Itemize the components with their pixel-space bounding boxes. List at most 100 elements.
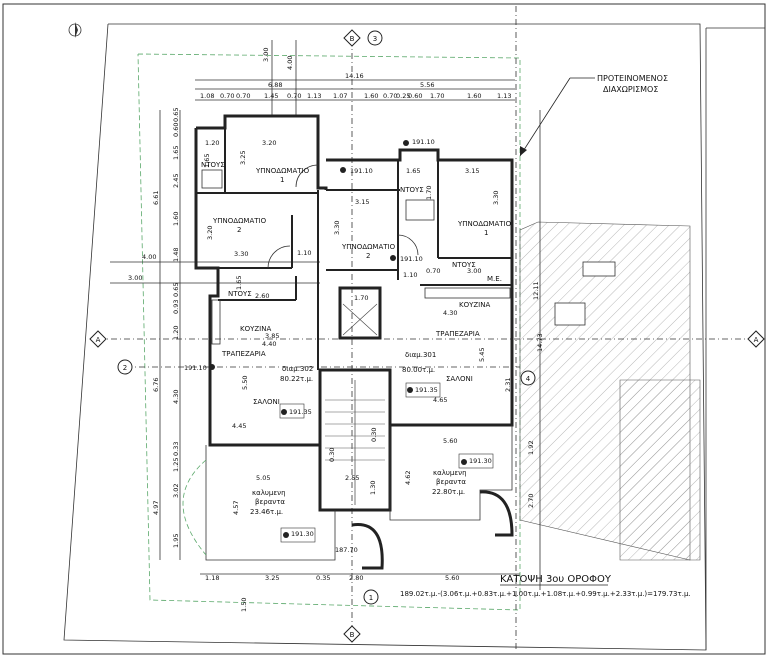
- level-marker-9: 187.70: [335, 546, 358, 554]
- annotation-arrow: [519, 77, 571, 157]
- dim-top-seq-5: 1.13: [307, 92, 321, 100]
- wall-veranda-left: [205, 445, 336, 561]
- dim-top-seq-2: 0.70: [236, 92, 250, 100]
- dim-right-270: 2.70: [527, 494, 535, 508]
- roof-hatch-lower: [619, 379, 701, 561]
- dim-top-seq-13: 1.13: [497, 92, 511, 100]
- dim-top-seq-10: 0.60: [408, 92, 422, 100]
- level-marker-3: 191.10: [184, 364, 215, 372]
- dim-left-sub430: 4.30: [172, 390, 180, 404]
- grid-marker-1: 1: [363, 589, 379, 605]
- veranda-left-h: 4.57: [232, 501, 240, 515]
- apt302-area: 80.22τ.μ.: [280, 375, 313, 383]
- annotation-line2: ΔΙΑΧΩΡΙΣΜΟΣ: [603, 85, 658, 94]
- grid-1-label: 1: [369, 594, 373, 602]
- me-name: M.E.: [487, 275, 502, 283]
- level-marker-2: 191.10: [390, 255, 423, 263]
- grid-marker-b-top: B: [343, 29, 361, 47]
- kitchen-left-w: 3.85: [265, 332, 279, 340]
- veranda-left-curve: [182, 459, 207, 556]
- grid-marker-a-right: A: [747, 330, 765, 348]
- level-3-text: 191.10: [184, 364, 207, 372]
- dim-top-sequence: 1.08 0.70 0.70 1.45 0.70 1.13 1.07 1.60 …: [200, 92, 511, 100]
- kitchen-counter-right: [424, 287, 511, 299]
- dim-left-h300: 3.00: [128, 274, 142, 282]
- annotation-arrowhead: [520, 146, 527, 156]
- kitchen-left-name: ΚΟΥΖΙΝΑ: [240, 325, 271, 333]
- plot-boundary: [63, 23, 707, 651]
- elevator-cross: [342, 303, 378, 336]
- level-7-text: 191.30: [291, 530, 314, 538]
- dim-top-v300: 3.00: [262, 48, 270, 62]
- grid-a-left-label: A: [96, 336, 101, 344]
- level-marker-8: 191.10: [403, 138, 435, 146]
- bed1-left-w: 3.20: [262, 139, 276, 147]
- dim-bottom-a: 1.18: [205, 574, 219, 582]
- dim-left-seq-3: 2.45: [172, 174, 180, 188]
- drawing-frame: [2, 3, 766, 655]
- grid-3-label: 3: [373, 35, 377, 43]
- stair-w: 2.55: [345, 474, 359, 482]
- door-arc-3: [397, 234, 419, 256]
- veranda-right-area: 22.80τ.μ.: [432, 488, 465, 496]
- grid-2-label: 2: [123, 364, 127, 372]
- grid-marker-b-bottom: B: [343, 625, 361, 643]
- bed2-left-h: 3.20: [206, 226, 214, 240]
- dim-bottom-150: 1.50: [240, 598, 248, 612]
- bath-right-mid-w: 3.00: [467, 267, 481, 275]
- veranda-right-name1: καλυμενη: [433, 469, 467, 477]
- dim-left-seq-6: 0.65: [172, 283, 180, 297]
- bed2-left-name: ΥΠΝΟΔΩΜΑΤΙΟ: [212, 217, 267, 225]
- apt301-area: 80.00τ.μ.: [402, 366, 435, 374]
- bath-left-mid-h: 1.65: [235, 276, 243, 290]
- misc-030: 0.30: [328, 448, 336, 462]
- bed1-right-h: 3.30: [492, 191, 500, 205]
- dim-bottom-d: 2.80: [349, 574, 363, 582]
- dim-left-seq-5: 1.48: [172, 248, 180, 262]
- bed2-left-w: 3.30: [234, 250, 248, 258]
- level-9-text: 187.70: [335, 546, 358, 554]
- misc-110: 1.10: [297, 249, 311, 257]
- dim-top-seq-0: 1.08: [200, 92, 214, 100]
- kitchen-right-w: 4.30: [443, 309, 457, 317]
- bed2-left-num: 2: [237, 226, 241, 234]
- level-1-text: 191.10: [350, 167, 373, 175]
- dim-top-seq-12: 1.60: [467, 92, 481, 100]
- dim-top-seq-7: 1.60: [364, 92, 378, 100]
- veranda-right-w: 5.60: [443, 437, 457, 445]
- level-5-text: 191.35: [415, 386, 438, 394]
- bed1-right-name: ΥΠΝΟΔΩΜΑΤΙΟ: [457, 220, 512, 228]
- apt301-name: διαμ.301: [405, 351, 436, 359]
- dim-left-total1: 6.61: [152, 191, 160, 205]
- bath-right-top-w: 1.65: [406, 167, 420, 175]
- door-arc-2: [295, 164, 319, 188]
- living-right-h: 5.45: [478, 348, 486, 362]
- roof-vent-1: [582, 261, 616, 277]
- wall-outer-left-apt: [196, 114, 328, 190]
- grid-marker-2: 2: [117, 359, 133, 375]
- dim-top-right-offset: 5.56: [420, 81, 434, 89]
- grid-b-bottom-label: B: [350, 631, 355, 639]
- level-marker-4: 191.35: [279, 403, 312, 419]
- dim-left-seq-11: 3.02: [172, 484, 180, 498]
- bath-right-top-h: 1.70: [425, 186, 433, 200]
- grid-marker-3: 3: [367, 30, 383, 46]
- bed2-right-h: 3.30: [333, 221, 341, 235]
- grid-b-top-label: B: [350, 35, 355, 43]
- veranda-left-name1: καλυμενη: [252, 489, 286, 497]
- area-formula: 189.02τ.μ.-(3.06τ.μ.+0.83τ.μ.+1.00τ.μ.+1…: [400, 590, 691, 598]
- dim-left-seq-7: 0.93: [172, 300, 180, 314]
- dim-top-seq-11: 1.70: [430, 92, 444, 100]
- dim-left-seq-8: 1.20: [172, 326, 180, 340]
- level-2-text: 191.10: [400, 255, 423, 263]
- bath-right-mid-h: 0.70: [426, 267, 440, 275]
- dim-right-192: 1.92: [527, 441, 535, 455]
- dim-top-left-offset: 6.88: [268, 81, 282, 89]
- dim-left-seq-9: 0.33: [172, 442, 180, 456]
- dim-right-231: 2.31: [504, 378, 512, 392]
- veranda-right-h: 4.62: [404, 471, 412, 485]
- dim-top-seq-3: 1.45: [264, 92, 278, 100]
- level-marker-5: 191.35: [405, 382, 441, 398]
- dining-right-name: ΤΡΑΠΕΖΑΡΙΑ: [435, 330, 480, 338]
